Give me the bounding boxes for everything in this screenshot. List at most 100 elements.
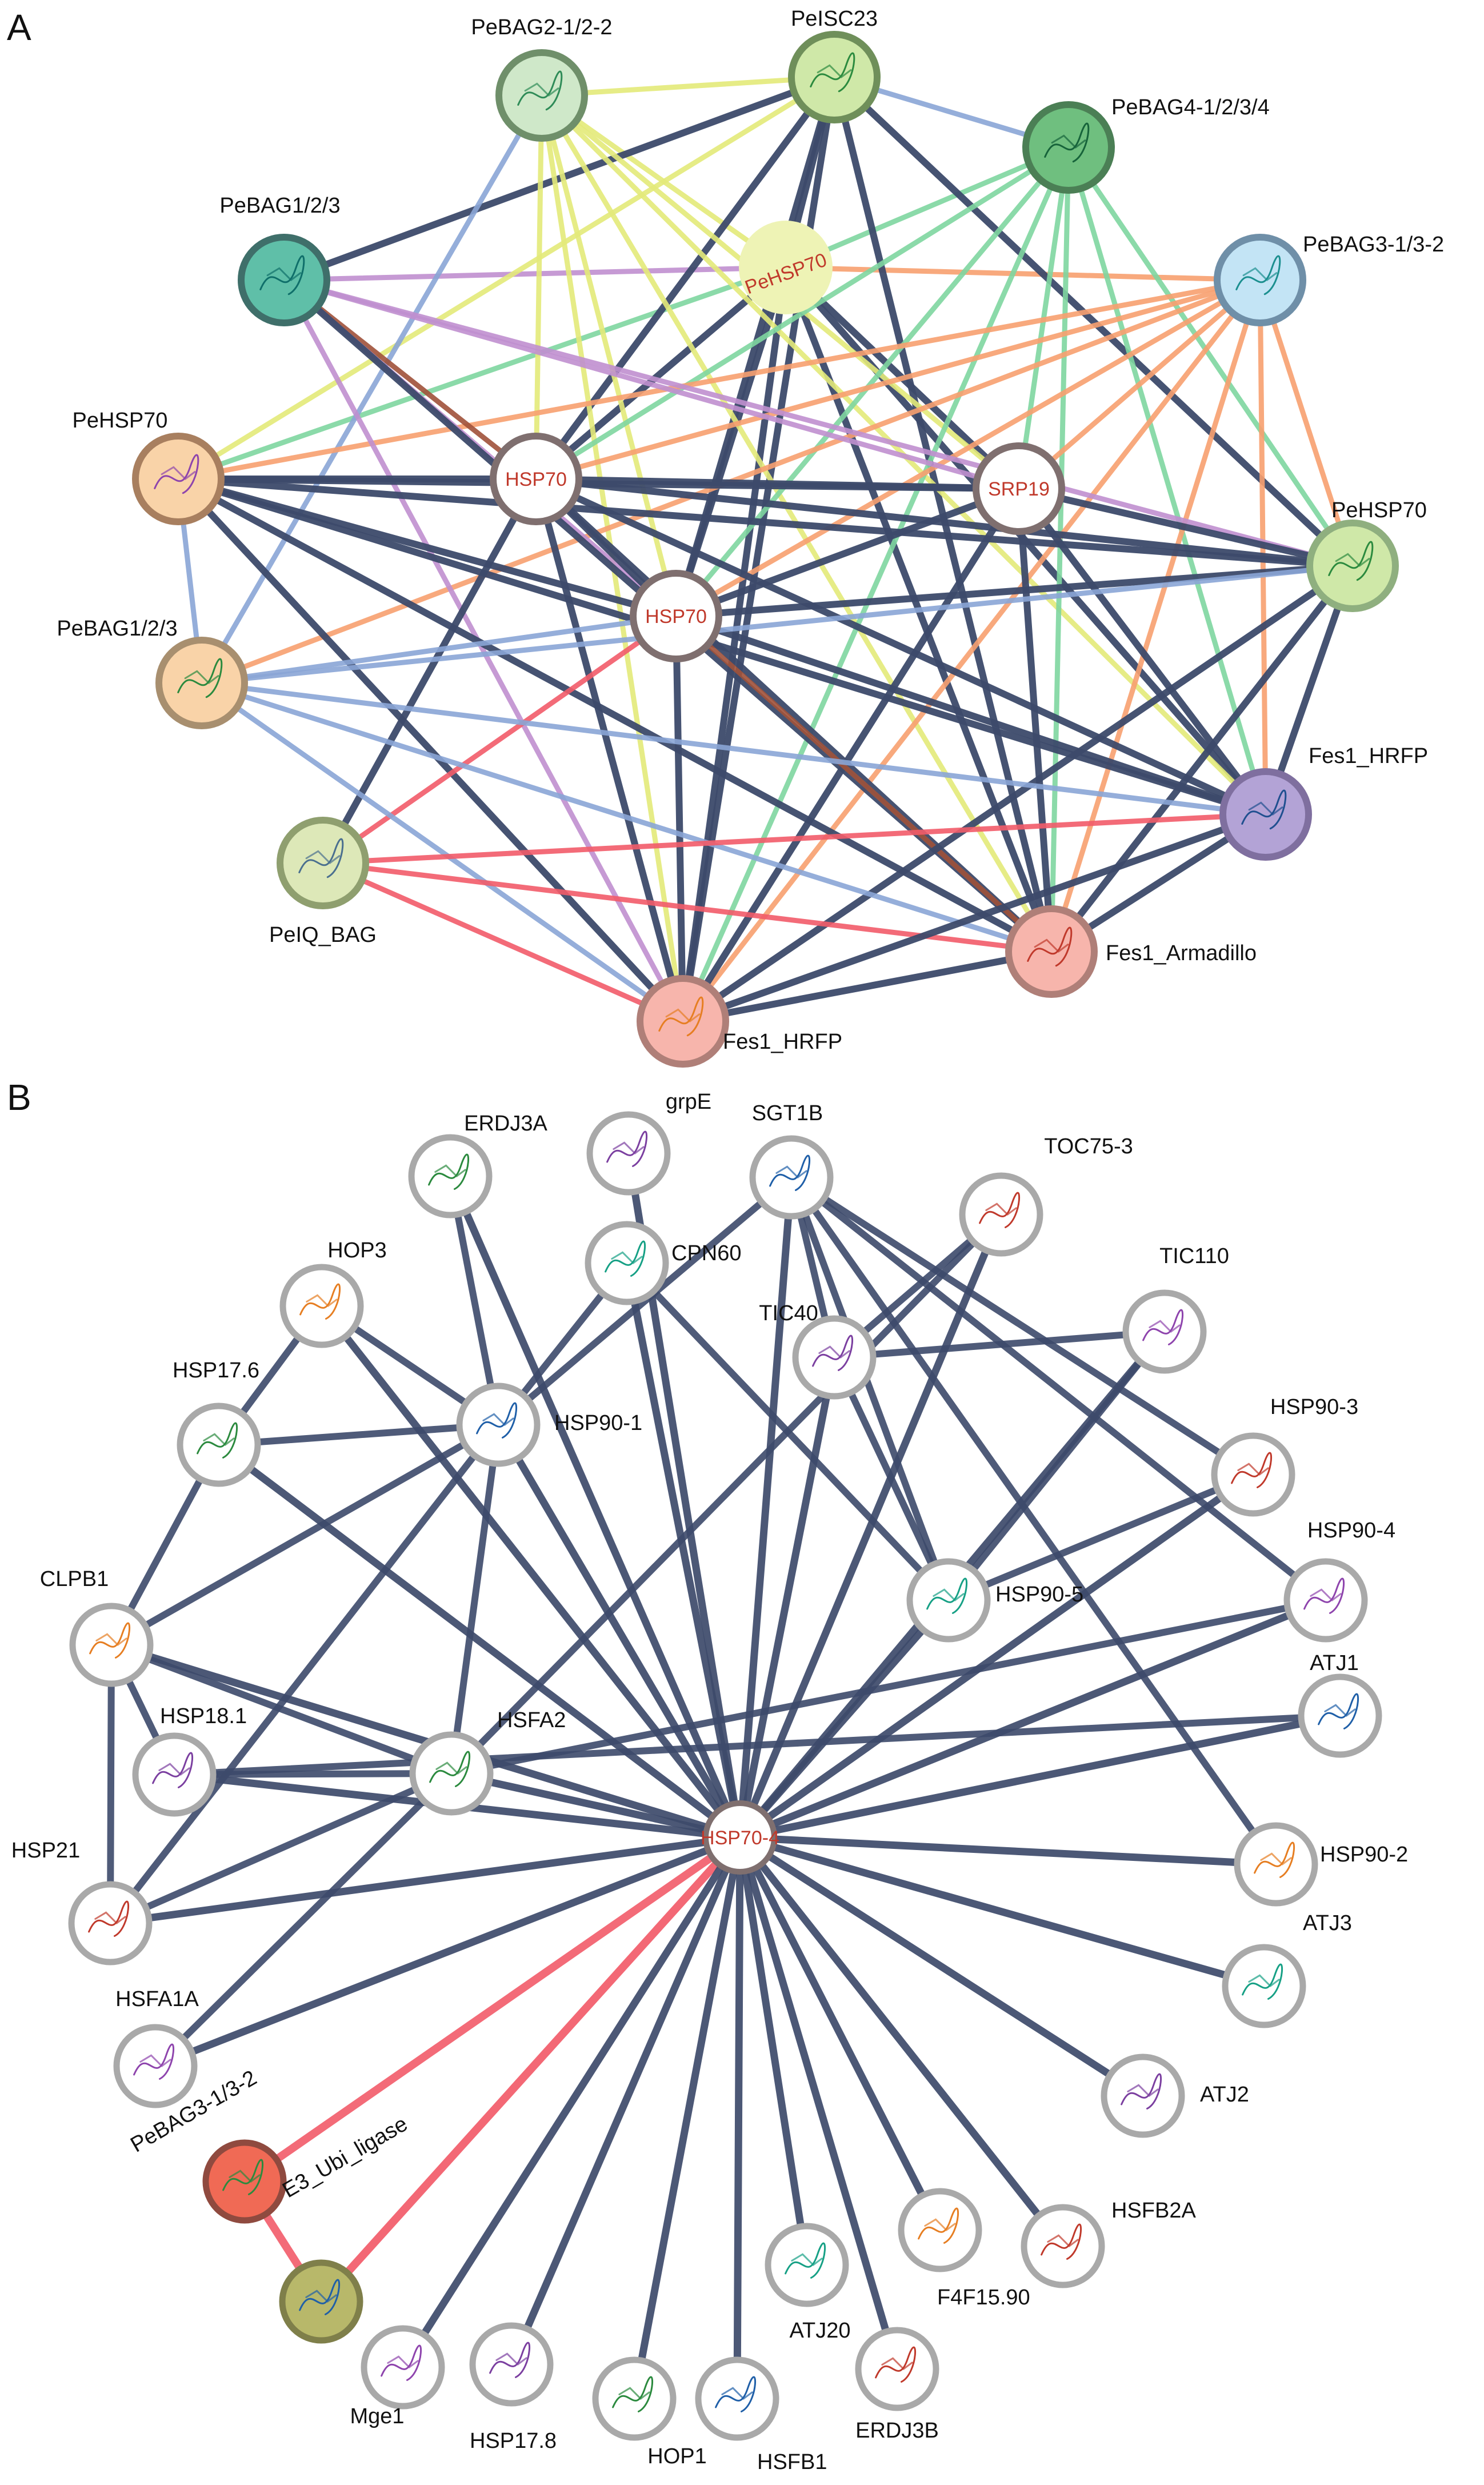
node-b-hsfb1[interactable] [695, 2356, 779, 2441]
protein-structure-icon [197, 1422, 238, 1459]
edge-b-hsp70-4-atj20 [736, 1833, 811, 2269]
protein-structure-icon [985, 1202, 1017, 1216]
node-b-erdj3a[interactable] [408, 1134, 493, 1218]
node-b-hsp901[interactable] [456, 1383, 541, 1467]
node-b-atj3[interactable] [1222, 1944, 1306, 2028]
edge-a-srp19-hsp70c2 [673, 485, 1022, 620]
edge-a-hsp70top-hsp70l [175, 265, 789, 482]
protein-structure-icon [881, 2357, 913, 2370]
node-label: PeISC23 [791, 7, 878, 31]
node-b-sgt1b[interactable] [749, 1135, 834, 1220]
node-b-hsp902[interactable] [1234, 1822, 1318, 1907]
edge-b-clpb1-hsp21 [107, 1641, 115, 1927]
node-b-hsfa2[interactable] [409, 1731, 494, 1816]
protein-structure-icon [1127, 2084, 1159, 2097]
node-label: HSP17.6 [173, 1359, 259, 1383]
node-label: ATJ1 [1310, 1651, 1359, 1675]
node-b-atj1[interactable] [1298, 1673, 1382, 1758]
node-circle [1298, 1673, 1382, 1758]
node-circle [408, 1134, 493, 1218]
node-a-hsp70top[interactable] [739, 221, 833, 314]
edge-b-tic40-hsp905 [831, 1354, 952, 1604]
node-b-pebag3[interactable] [202, 2139, 287, 2224]
node-b-hsp178[interactable] [469, 2322, 554, 2407]
node-b-hop1[interactable] [592, 2356, 677, 2441]
node-circle [792, 1315, 877, 1400]
node-circle [279, 2259, 363, 2344]
node-b-hsp905[interactable] [906, 1558, 991, 1643]
node-a-bag3[interactable] [1214, 234, 1306, 326]
edge-b-sgt1b-hsp904 [788, 1174, 1329, 1604]
node-label: TIC110 [1159, 1244, 1229, 1268]
protein-structure-icon [1235, 255, 1281, 295]
node-b-atj2[interactable] [1101, 2053, 1185, 2138]
node-circle [113, 2024, 198, 2108]
node-circle [739, 221, 833, 314]
node-b-hsp903[interactable] [1211, 1432, 1295, 1517]
node-a-fes1hrfpR[interactable] [1219, 768, 1312, 861]
edge-a-bag3-srp19 [1016, 277, 1263, 492]
edge-a-iqbag-fes1hrfpB [320, 860, 686, 1024]
edge-a-bag1b-fes1hrfpR [199, 680, 1269, 817]
node-b-erdj3b[interactable] [855, 2327, 939, 2411]
node-b-mge1[interactable] [361, 2325, 445, 2410]
edge-b-hsp70-4-atj2 [736, 1833, 1147, 2100]
edge-b-hsp70-4-hsp903 [736, 1471, 1257, 1841]
node-a-hsp70l[interactable] [132, 433, 225, 525]
edge-a-isc23-hsp70c2 [673, 74, 838, 620]
node-b-hsfb2a[interactable] [1021, 2204, 1105, 2288]
node-b-toc75[interactable] [959, 1172, 1043, 1257]
node-b-hsp21[interactable] [68, 1881, 153, 1965]
node-b-clpb1[interactable] [69, 1603, 154, 1687]
node-b-tic40[interactable] [792, 1315, 877, 1400]
protein-structure-icon [1051, 134, 1086, 149]
protein-structure-icon [1248, 1974, 1280, 1987]
node-a-hsp70c1[interactable] [490, 433, 582, 525]
edge-b-hsp70-4-hsp901 [494, 1421, 744, 1841]
node-a-bag2[interactable] [495, 49, 588, 142]
panel-b-label: B [7, 1077, 31, 1118]
node-b-f4f[interactable] [898, 2188, 982, 2272]
edge-b-hsp70-4-hsp21 [106, 1833, 744, 1927]
protein-structure-icon [154, 454, 199, 494]
node-b-atj20[interactable] [765, 2223, 849, 2307]
node-b-hsp70-4[interactable] [703, 1800, 777, 1875]
node-b-hsp176[interactable] [177, 1403, 261, 1487]
node-label: HSP21 [11, 1839, 80, 1863]
node-b-tic110[interactable] [1122, 1289, 1207, 1374]
protein-structure-icon [665, 1008, 701, 1022]
protein-structure-icon [605, 1240, 646, 1277]
node-a-hsp70c2[interactable] [630, 570, 722, 662]
node-a-bag1b[interactable] [155, 637, 248, 729]
node-a-armadillo[interactable] [1005, 905, 1098, 998]
node-label: SRP19 [988, 478, 1050, 500]
node-circle [238, 234, 330, 326]
node-label: HOP3 [327, 1238, 386, 1263]
node-a-bag4[interactable] [1022, 101, 1115, 194]
node-label: HSFA1A [115, 1987, 199, 2011]
edge-a-bag1b-fes1hrfpB [199, 680, 686, 1024]
node-circle [749, 1135, 834, 1220]
node-b-hsp904[interactable] [1283, 1558, 1368, 1643]
node-b-grpE[interactable] [586, 1111, 671, 1196]
node-b-e3[interactable] [279, 2259, 363, 2344]
protein-structure-icon [517, 70, 563, 111]
node-a-isc23[interactable] [788, 31, 881, 123]
node-b-cpn60[interactable] [585, 1221, 669, 1305]
node-a-fes1hrfpB[interactable] [637, 975, 729, 1068]
node-b-hsfa1a[interactable] [113, 2024, 198, 2108]
edge-b-pebag3-center [241, 1833, 744, 2186]
protein-structure-icon [1044, 122, 1090, 163]
node-b-hsp181[interactable] [132, 1732, 217, 1817]
protein-structure-icon [775, 1165, 807, 1178]
node-b-hop3[interactable] [279, 1264, 364, 1348]
protein-structure-icon [1318, 1693, 1359, 1729]
protein-structure-icon [434, 1164, 466, 1177]
node-a-iqbag[interactable] [277, 817, 369, 909]
node-circle [1022, 101, 1115, 194]
node-a-bag1a[interactable] [238, 234, 330, 326]
edge-b-sgt1b-hsp902 [788, 1174, 1279, 1868]
node-label: PeBAG3-1/3-2 [1303, 233, 1444, 257]
node-a-hsp70r[interactable] [1306, 520, 1399, 612]
node-a-srp19[interactable] [973, 442, 1065, 535]
